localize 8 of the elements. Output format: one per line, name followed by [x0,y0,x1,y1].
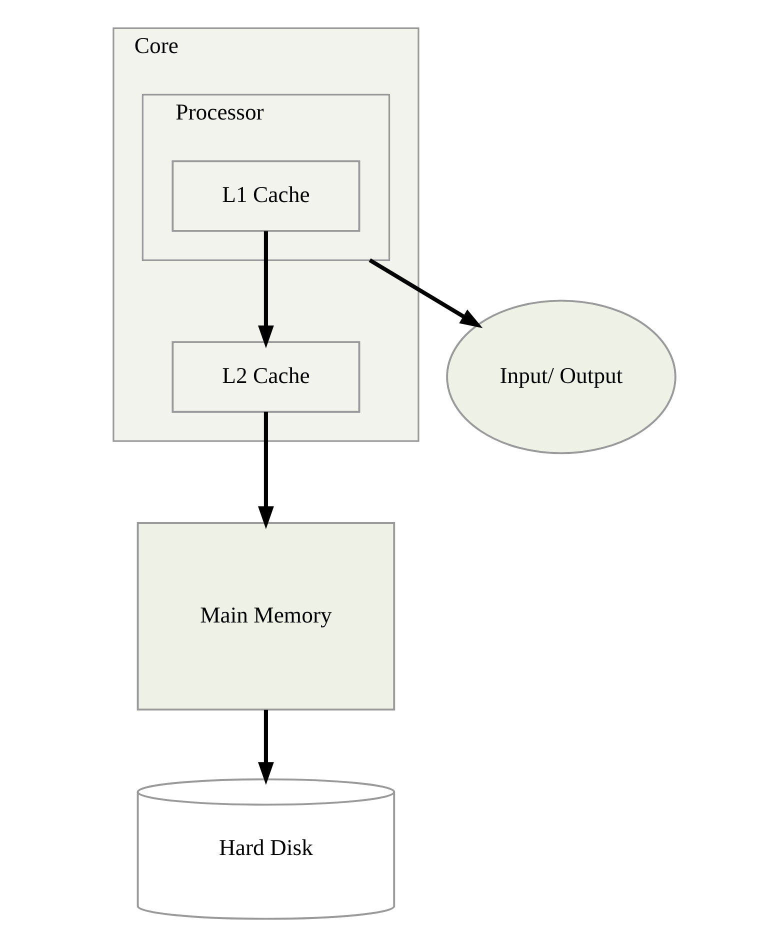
node-box: Main Memory [136,522,395,711]
arrow [258,231,274,348]
arrow [258,412,274,530]
node-box: L2 Cache [171,341,360,413]
arrow [368,258,482,328]
node-box: L1 Cache [171,160,360,232]
node-ellipse: Input/ Output [446,300,676,454]
arrow [258,710,274,785]
